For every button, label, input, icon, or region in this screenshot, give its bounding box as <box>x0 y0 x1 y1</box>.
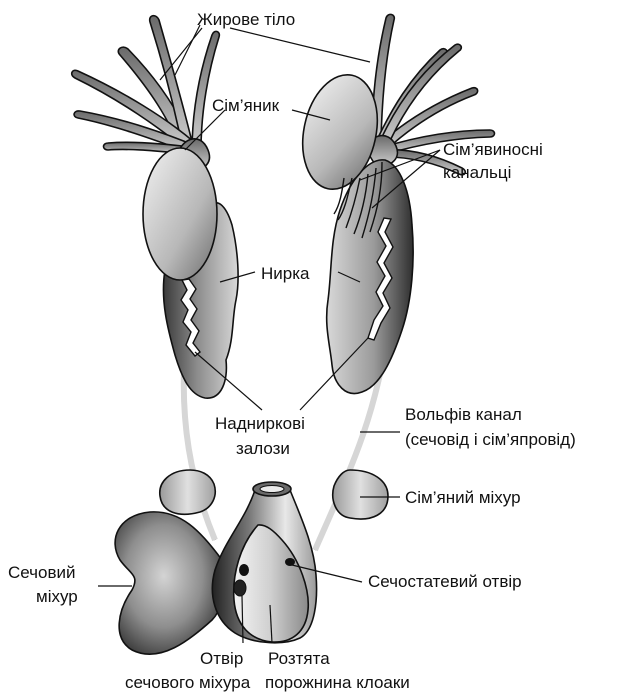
label-testis: Сім’яник <box>212 96 280 115</box>
label-efferent-ducts-1: Сім’явиносні <box>443 140 543 159</box>
seminal-vesicle-right <box>333 470 388 519</box>
leader-fat-body-right <box>230 28 370 62</box>
label-cloaca-1: Розтята <box>268 649 330 668</box>
kidney-right <box>327 160 413 394</box>
label-bladder-1: Сечовий <box>8 563 76 582</box>
label-bladder-2: міхур <box>36 587 78 606</box>
leader-fat-body-left <box>175 25 200 75</box>
cloaca-top-lumen <box>260 486 284 493</box>
label-bladder-opening-2: сечового міхура <box>125 673 251 692</box>
label-cloaca-2: порожнина клоаки <box>265 673 410 692</box>
label-adrenal-2: залози <box>236 439 290 458</box>
label-urogenital-opening: Сечостатевий отвір <box>368 572 522 591</box>
label-wolffian-2: (сечовід і сім’япровід) <box>405 430 576 449</box>
label-efferent-ducts-2: канальці <box>443 163 511 182</box>
label-fat-body: Жирове тіло <box>197 10 295 29</box>
label-wolffian-1: Вольфів канал <box>405 405 522 424</box>
bladder-opening-2 <box>234 580 246 596</box>
label-adrenal-1: Надниркові <box>215 414 305 433</box>
testis-left <box>143 148 217 280</box>
fat-body-left <box>72 16 220 171</box>
label-kidney: Нирка <box>261 264 310 283</box>
urinary-bladder <box>115 512 223 654</box>
label-bladder-opening-1: Отвір <box>200 649 243 668</box>
seminal-vesicle-left <box>160 470 215 514</box>
bladder-opening-1 <box>239 564 249 576</box>
label-seminal-vesicle: Сім’яний міхур <box>405 488 521 507</box>
